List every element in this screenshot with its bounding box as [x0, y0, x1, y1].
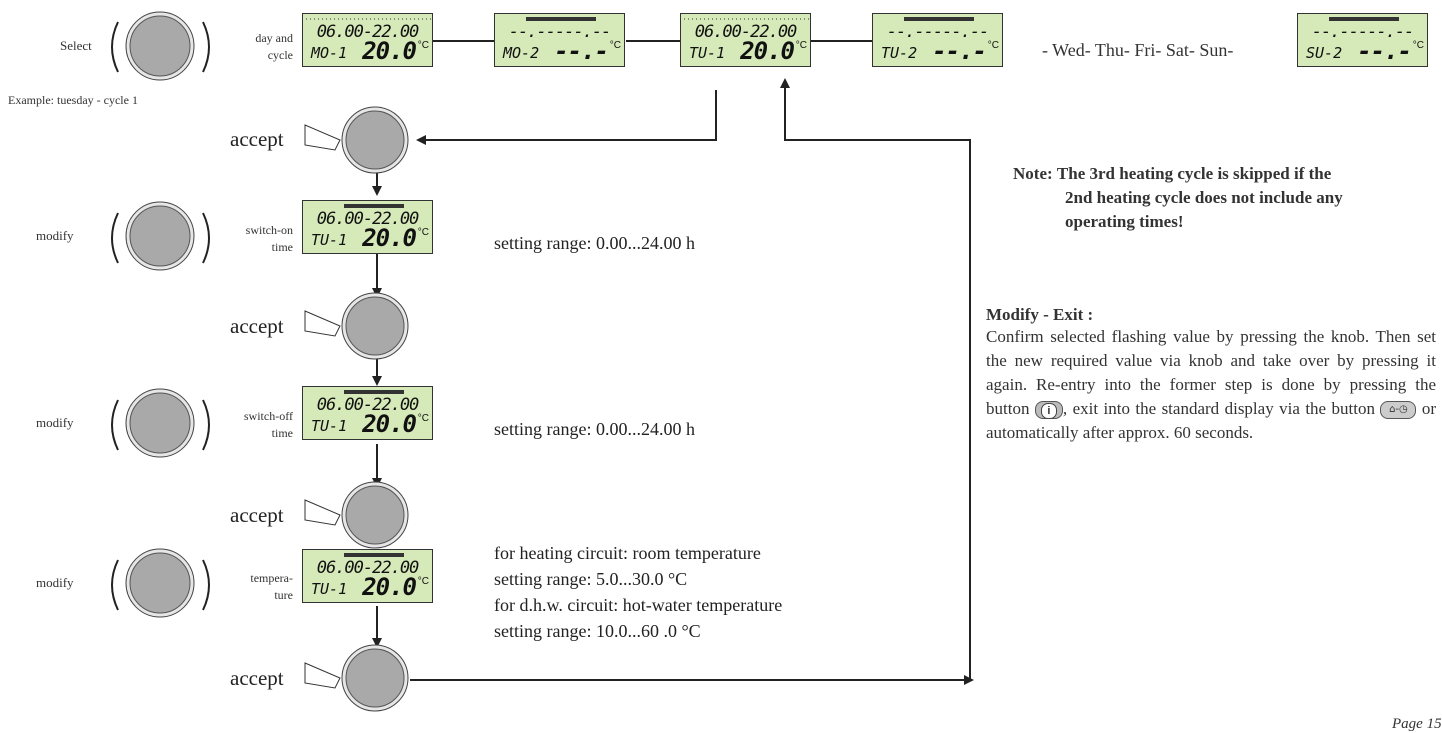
select-label: Select — [60, 38, 92, 53]
switch-off-range: setting range: 0.00...24.00 h — [494, 419, 695, 439]
lcd-switch-off: 06.00-22.00 TU-1 20.0 °C — [302, 386, 433, 440]
accept-knob-icon-2 — [304, 292, 409, 360]
lcd-su2: --.-----.-- SU-2 --.- °C — [1297, 13, 1428, 67]
page-number: Page 15 — [1392, 716, 1442, 732]
modify-knob-icon-3 — [111, 548, 210, 618]
switch-on-range: setting range: 0.00...24.00 h — [494, 233, 695, 253]
info-button-icon: i — [1034, 401, 1063, 420]
modify-knob-icon-2 — [111, 388, 210, 458]
accept-knob-icon-1 — [304, 106, 409, 174]
lcd-switch-on: 06.00-22.00 TU-1 20.0 °C — [302, 200, 433, 254]
lcd-tu2: --.-----.-- TU-2 --.- °C — [872, 13, 1003, 67]
standard-display-button-icon: ⌂-◷ — [1380, 401, 1417, 420]
lcd-mo2: --.-----.-- MO-2 --.- °C — [494, 13, 625, 67]
accept-label-2: accept — [230, 314, 284, 338]
modify-label-1: modify — [36, 228, 74, 243]
lcd-tu1: 06.00-22.00 TU-1 20.0 °C — [680, 13, 811, 67]
modify-knob-icon-1 — [111, 201, 210, 271]
accept-label-1: accept — [230, 127, 284, 151]
note-block: Note: The 3rd heating cycle is skipped i… — [1013, 164, 1343, 231]
accept-knob-icon-4 — [304, 644, 409, 712]
modify-label-3: modify — [36, 575, 74, 590]
select-knob-icon — [111, 11, 210, 81]
temperature-ranges: for heating circuit: room temperature se… — [494, 543, 783, 641]
help-block: Modify - Exit : Confirm selected flashin… — [986, 305, 1437, 442]
modify-label-2: modify — [36, 415, 74, 430]
lcd-temperature: 06.00-22.00 TU-1 20.0 °C — [302, 549, 433, 603]
days-sequence: - Wed- Thu- Fri- Sat- Sun- — [1042, 40, 1234, 60]
temperature-label: tempera-ture — [250, 571, 293, 602]
lcd-mo1: 06.00-22.00 MO-1 20.0 °C — [302, 13, 433, 67]
accept-label-3: accept — [230, 503, 284, 527]
accept-knob-icon-3 — [304, 481, 409, 549]
accept-label-4: accept — [230, 666, 284, 690]
example-label: Example: tuesday - cycle 1 — [8, 93, 138, 107]
